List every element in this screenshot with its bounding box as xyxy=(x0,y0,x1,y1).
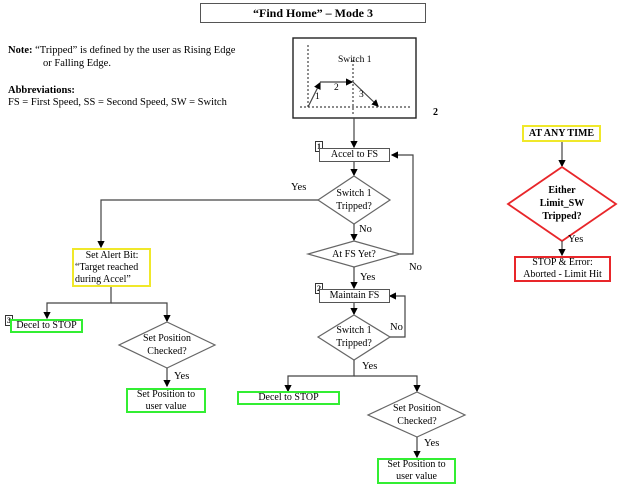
setpos-box-left-line2: user value xyxy=(145,400,187,412)
limit-yes-label: Yes xyxy=(568,234,584,245)
decision1-no-label: No xyxy=(359,224,372,235)
setpos-decision-main-text: Set Position Checked? xyxy=(385,402,449,428)
profile-seg-1-label: 1 xyxy=(315,92,320,102)
profile-switch-label: Switch 1 xyxy=(338,55,372,65)
abbreviations-text: FS = First Speed, SS = Second Speed, SW … xyxy=(8,97,227,108)
decision2-no-label: No xyxy=(409,262,422,273)
decision2-text: At FS Yet? xyxy=(332,249,376,260)
decision1-line2: Tripped? xyxy=(336,201,372,212)
limit-sw-decision-text: Either Limit_SW Tripped? xyxy=(530,184,594,223)
figure-number: 2 xyxy=(433,107,438,118)
set-alert-bit-box: Set Alert Bit: “Target reached during Ac… xyxy=(72,248,151,287)
decision2-yes-label: Yes xyxy=(360,272,376,283)
profile-seg-1 xyxy=(307,81,321,108)
setpos-box-left: Set Position to user value xyxy=(126,388,206,413)
note-label: Note: xyxy=(8,45,33,56)
maintain-fs-box: Maintain FS xyxy=(319,289,390,303)
setpos-box-left-line1: Set Position to xyxy=(136,388,196,400)
alert-line3: during Accel” xyxy=(75,273,131,285)
profile-seg-3-label: 3 xyxy=(359,90,364,100)
accel-to-fs-box: Accel to FS xyxy=(319,148,390,162)
alert-line2: “Target reached xyxy=(75,261,139,273)
profile-seg-3 xyxy=(352,81,379,107)
decision1-line1: Switch 1 xyxy=(336,188,372,199)
decel-to-stop-box-main: Decel to STOP xyxy=(237,391,340,405)
stop-error-line1: STOP & Error: xyxy=(532,257,593,268)
note-line2: or Falling Edge. xyxy=(43,58,111,69)
abbreviations-block: Abbreviations: FS = First Speed, SS = Se… xyxy=(8,85,227,109)
decision3-yes-label: Yes xyxy=(362,361,378,372)
limit-line1: Either xyxy=(548,185,576,196)
setpos-box-main: Set Position to user value xyxy=(377,458,456,484)
abbreviations-heading: Abbreviations: xyxy=(8,85,75,96)
stop-error-line2: Aborted - Limit Hit xyxy=(523,269,602,280)
limit-line2: Limit_SW xyxy=(539,198,585,209)
setpos-box-main-line1: Set Position to xyxy=(387,459,446,470)
note-block: Note: “Tripped” is defined by the user a… xyxy=(8,44,235,70)
decision3-no-label: No xyxy=(390,322,403,333)
motion-profile-box xyxy=(292,37,417,119)
at-any-time-box: AT ANY TIME xyxy=(522,125,601,142)
alert-line1: Set Alert Bit: xyxy=(85,249,139,261)
setpos-main-line2: Checked? xyxy=(397,416,437,427)
note-line1: “Tripped” is defined by the user as Risi… xyxy=(35,45,236,56)
decision3-text: Switch 1 Tripped? xyxy=(324,324,384,350)
setpos-main-line1: Set Position xyxy=(392,403,442,414)
decision3-line2: Tripped? xyxy=(336,338,372,349)
limit-line3: Tripped? xyxy=(542,211,582,222)
setpos-box-main-line2: user value xyxy=(396,471,437,482)
profile-seg-2-label: 2 xyxy=(334,83,339,93)
page-title: “Find Home” – Mode 3 xyxy=(200,3,426,23)
setpos-left-line1: Set Position xyxy=(142,333,192,344)
decision1-yes-label: Yes xyxy=(291,182,307,193)
setpos-left-yes-label: Yes xyxy=(174,371,190,382)
setpos-left-line2: Checked? xyxy=(147,346,187,357)
decel-to-stop-box-left: Decel to STOP xyxy=(10,319,83,333)
decision1-text: Switch 1 Tripped? xyxy=(324,187,384,213)
stop-error-box: STOP & Error: Aborted - Limit Hit xyxy=(514,256,611,282)
decision3-line1: Switch 1 xyxy=(336,325,372,336)
setpos-decision-left-text: Set Position Checked? xyxy=(135,332,199,358)
setpos-main-yes-label: Yes xyxy=(424,438,440,449)
